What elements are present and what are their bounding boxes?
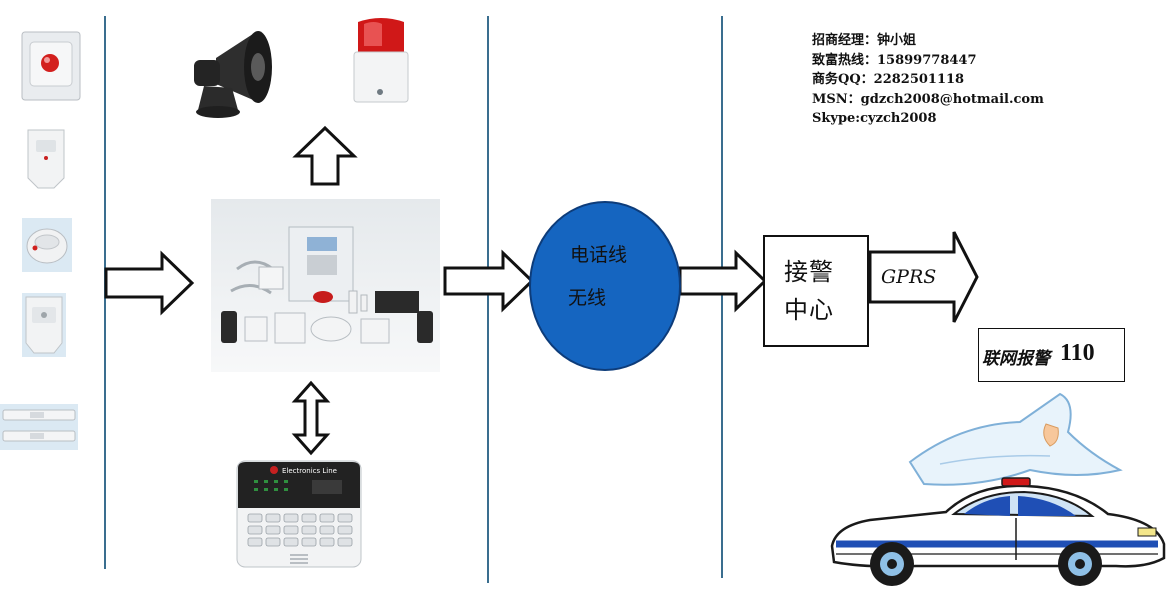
alarm-center-box	[763, 235, 869, 347]
strobe-siren-icon	[353, 18, 409, 103]
alarm-center-label-1: 接警	[784, 258, 834, 286]
alarm-center-label-2: 中心	[784, 296, 834, 324]
arrow-up-down	[291, 380, 331, 456]
police-110-box	[978, 328, 1125, 382]
arrow-right-1	[104, 250, 195, 316]
door-contact-icon	[0, 404, 78, 450]
keypad-brand-label: Electronics Line	[282, 467, 337, 475]
divider-line-3	[721, 16, 723, 578]
channel-label-wireless: 无线	[568, 287, 607, 309]
police-number: 110	[1060, 340, 1095, 366]
panic-button-icon	[21, 31, 81, 101]
channel-label-phone: 电话线	[570, 244, 628, 266]
arrow-right-gprs	[868, 231, 979, 323]
contact-qq: 商务QQ：2282501118	[812, 72, 965, 87]
pir-sensor-icon	[22, 293, 66, 357]
contact-skype: Skype:cyzch2008	[812, 111, 937, 126]
contact-hotline: 致富热线：15899778447	[812, 52, 977, 68]
police-car-icon	[830, 477, 1166, 586]
channel-circle	[529, 201, 681, 371]
siren-horn-icon	[194, 31, 272, 118]
contact-manager: 招商经理：钟小姐	[812, 33, 917, 48]
divider-line-2	[487, 16, 489, 583]
arrow-up	[292, 125, 358, 186]
arrow-right-3	[678, 249, 768, 313]
arrow-right-2	[443, 249, 535, 313]
contact-msn: MSN：gdzch2008@hotmail.com	[812, 91, 1044, 107]
police-label: 联网报警	[982, 349, 1050, 369]
keypad-icon: Electronics Line	[236, 460, 362, 568]
contact-info: 招商经理：钟小姐 致富热线：15899778447 商务QQ：228250111…	[812, 31, 1044, 129]
smoke-detector-icon	[22, 218, 72, 272]
pir-sensor-icon	[27, 129, 65, 189]
alarm-kit-photo	[211, 199, 440, 372]
gprs-label: GPRS	[881, 266, 937, 288]
